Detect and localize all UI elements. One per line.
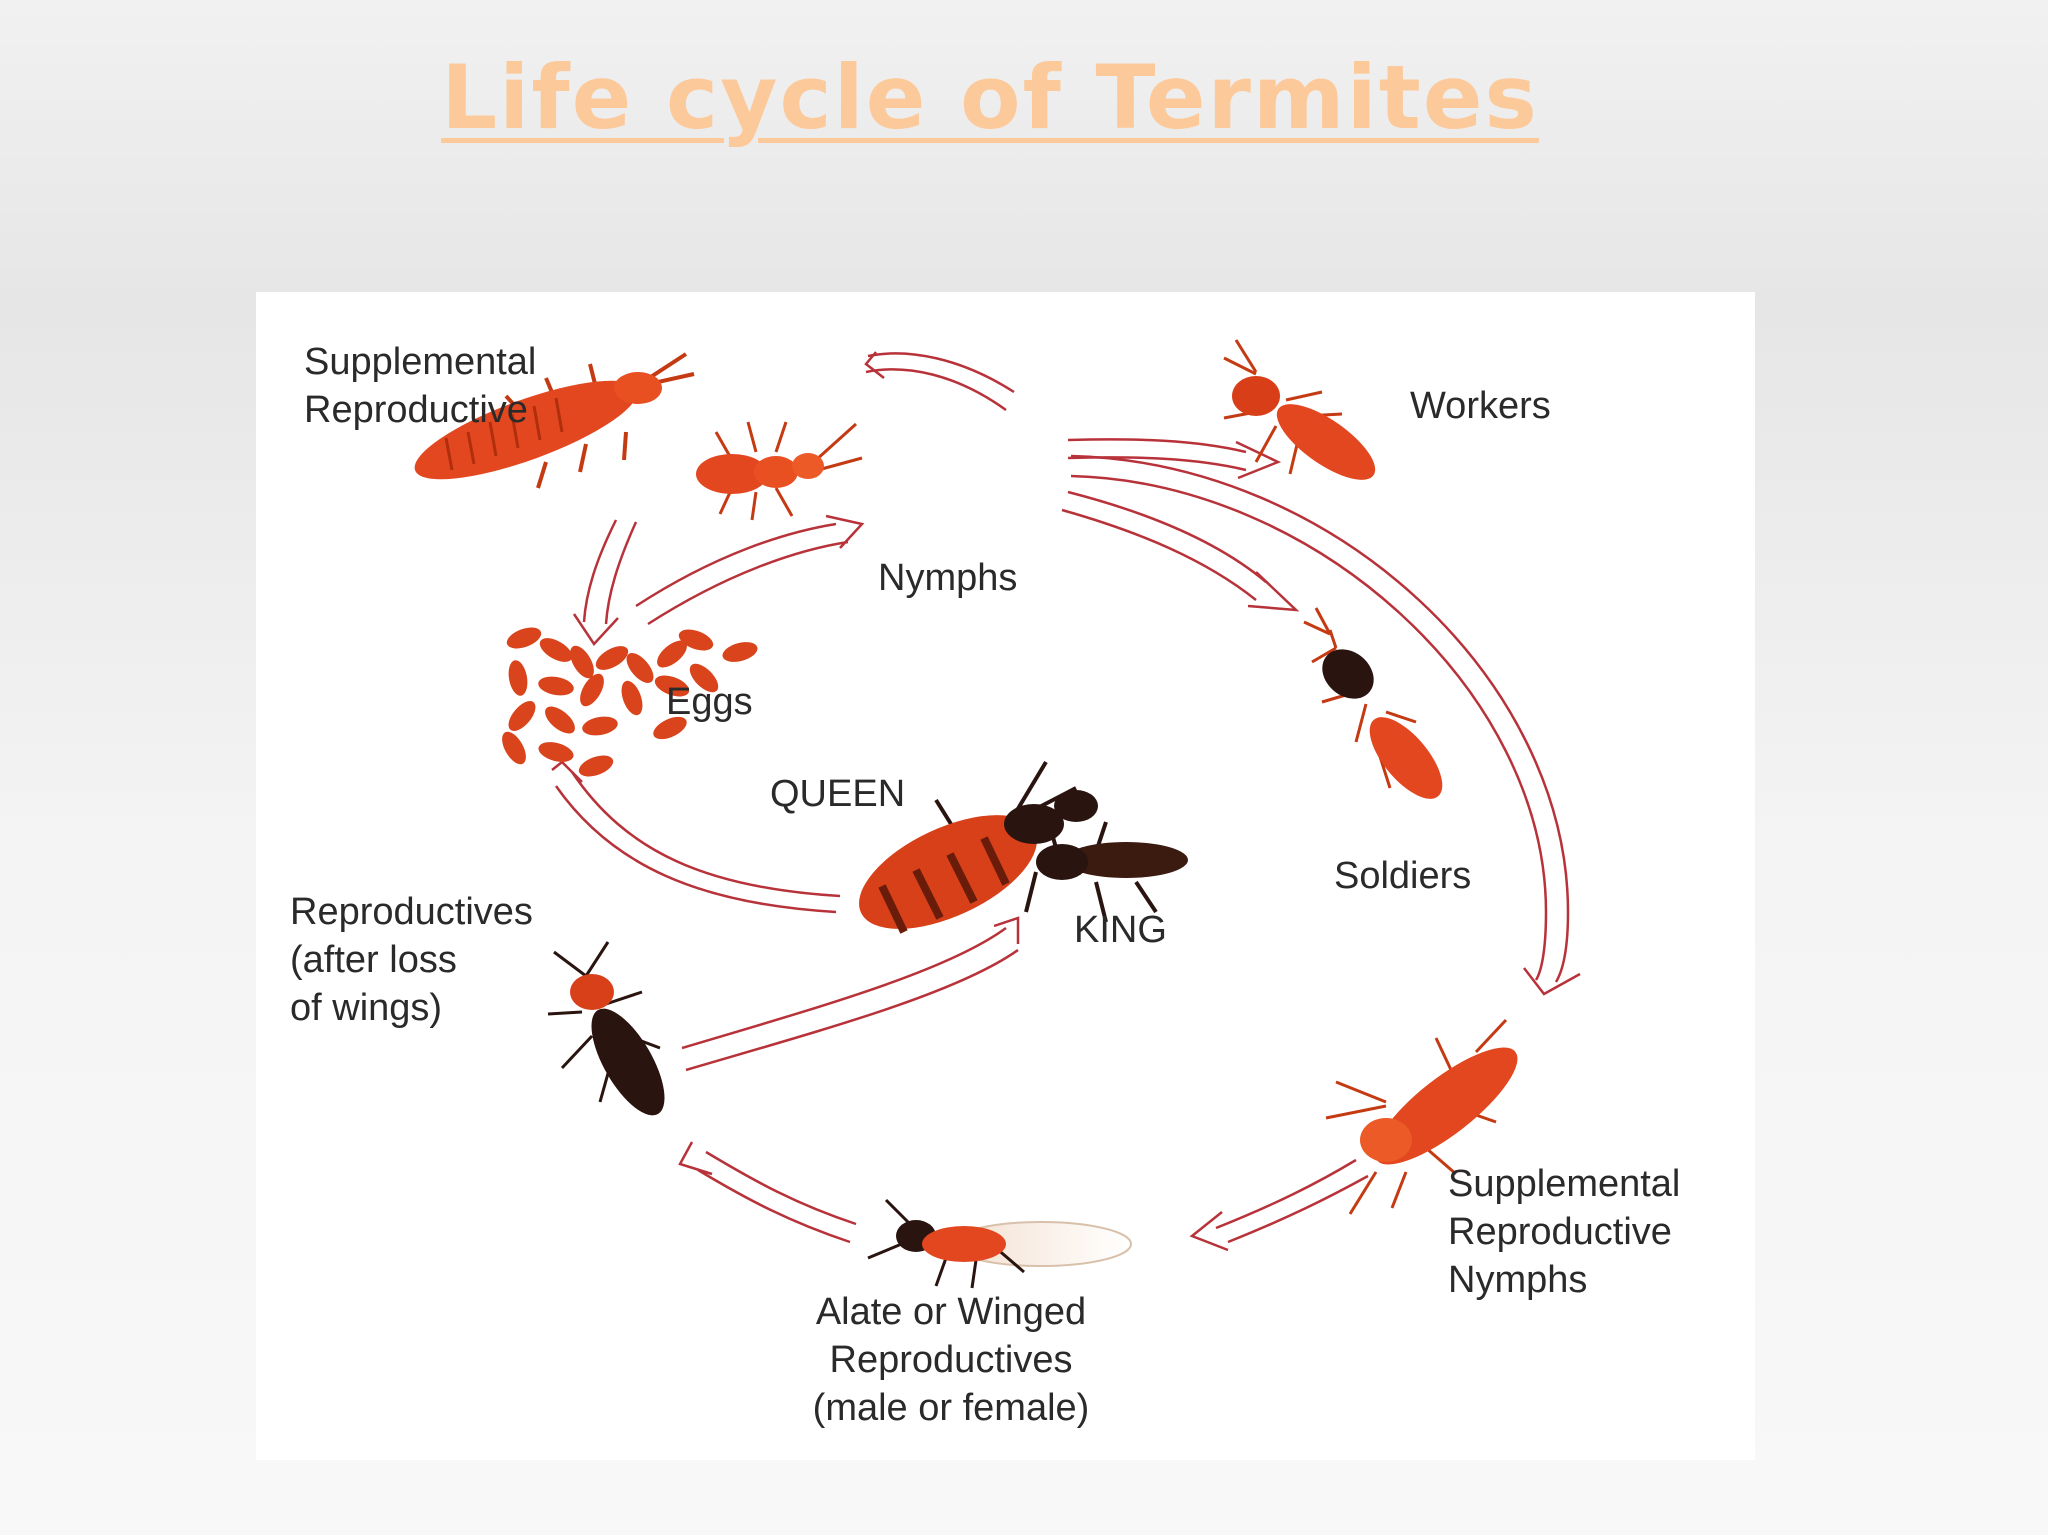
arrow-supplemental-nymphs-to-alate <box>1189 1158 1369 1252</box>
label-nymphs: Nymphs <box>878 557 1018 599</box>
arrow-nymphs-to-supplemental <box>864 351 1015 412</box>
arrow-supplemental-to-eggs <box>572 519 638 647</box>
page-title: Life cycle of Termites <box>441 46 1539 149</box>
alate-winged-termite-illustration <box>867 1198 1132 1289</box>
arrow-eggs-to-nymphs <box>635 514 865 626</box>
label-workers: Workers <box>1410 385 1551 427</box>
eggs-illustration <box>502 627 758 777</box>
label-supplemental-reproductive-nymphs: Supplemental Reproductive Nymphs <box>1448 1163 1681 1301</box>
arrow-reproductives-to-king <box>681 916 1020 1072</box>
label-alate: Alate or Winged Reproductives (male or f… <box>812 1291 1090 1429</box>
label-king: KING <box>1074 909 1167 951</box>
label-reproductives-after-loss: Reproductives (after loss of wings) <box>290 891 533 1029</box>
nymph-termite-illustration <box>696 421 863 521</box>
arrow-alate-to-reproductives <box>678 1141 857 1244</box>
queen-and-king-illustration <box>859 760 1188 934</box>
worker-termite-illustration <box>1223 339 1376 480</box>
arrow-queen-to-eggs <box>551 760 841 914</box>
label-supplemental-reproductive: Supplemental Reproductive <box>304 341 537 431</box>
arrow-nymphs-to-soldiers <box>1061 490 1300 612</box>
arrow-nymphs-to-supplemental-nymphs <box>1070 454 1581 996</box>
label-queen: QUEEN <box>770 773 906 815</box>
diagram-panel: Supplemental Reproductive Nymphs Workers… <box>256 292 1755 1460</box>
soldier-termite-illustration <box>1303 607 1443 799</box>
label-soldiers: Soldiers <box>1334 855 1472 897</box>
dealate-reproductive-illustration <box>547 941 665 1116</box>
label-eggs: Eggs <box>666 681 753 723</box>
life-cycle-diagram <box>414 339 1581 1289</box>
supplemental-reproductive-termite-illustration <box>414 352 695 489</box>
supplemental-nymph-illustration <box>1325 1018 1518 1215</box>
